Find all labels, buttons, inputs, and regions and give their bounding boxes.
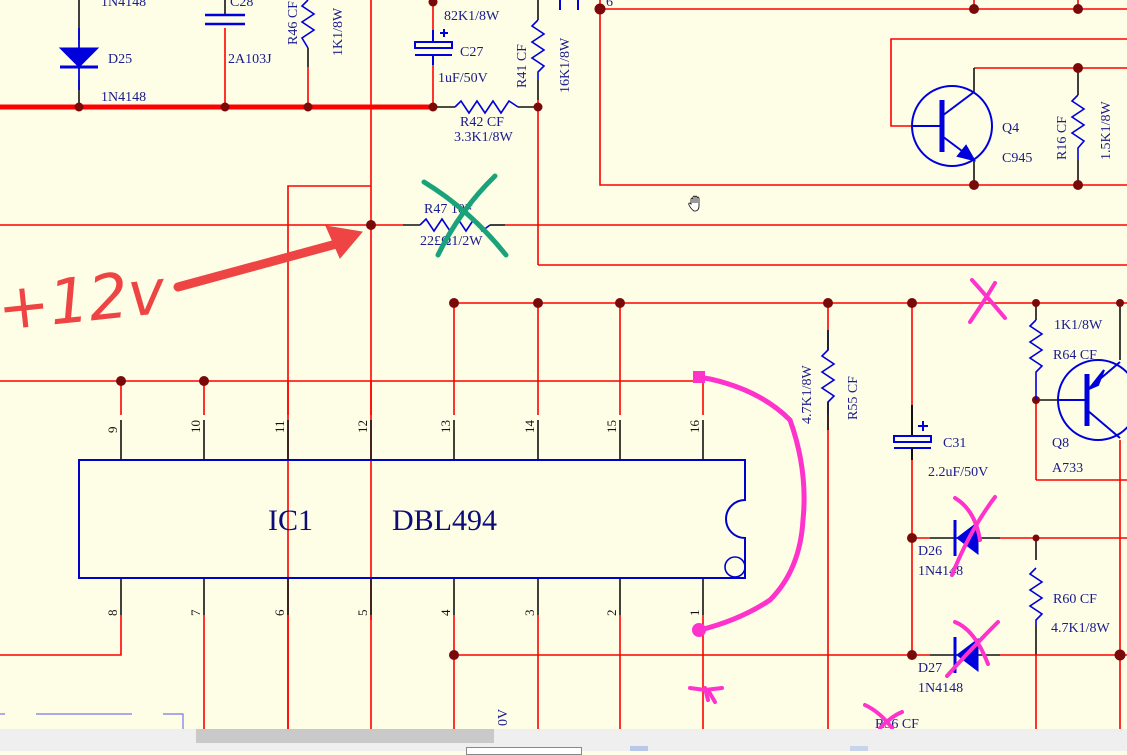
pin-label: 13 (438, 420, 453, 433)
pin-label: 2 (604, 610, 619, 617)
ic-pins-top: 9 10 11 12 13 14 15 16 (105, 420, 702, 434)
r41-value: 16K1/8W (558, 37, 573, 93)
pink-dot (692, 623, 706, 637)
c31-ref: C31 (943, 436, 966, 451)
ic-pins-bottom: 8 7 6 5 4 3 2 1 (105, 609, 702, 616)
r60-value: 4.7K1/8W (1051, 621, 1111, 636)
r60-ref: R60 CF (1053, 592, 1097, 607)
r42-value: 3.3K1/8W (454, 130, 514, 145)
frame-border (0, 713, 184, 729)
pink-jumper-annotation (695, 374, 807, 633)
toolbar-icon[interactable] (630, 746, 648, 751)
q4-value: C945 (1002, 151, 1032, 166)
resistor-r16[interactable] (1070, 94, 1086, 160)
hand-cursor-icon (688, 195, 700, 212)
junctions (74, 0, 1126, 661)
resistor-r64[interactable] (1028, 319, 1044, 400)
d25-ref: D25 (108, 52, 132, 67)
transistor-q8[interactable] (1057, 359, 1127, 441)
r41-ref: R41 CF (515, 44, 530, 88)
pin-label: 12 (355, 420, 370, 433)
pin-label: 16 (687, 420, 702, 434)
r55-ref: R55 CF (846, 376, 861, 420)
pin-label: 8 (105, 610, 120, 617)
pin-label: 1 (687, 610, 702, 617)
c28-ref: C28 (230, 0, 253, 10)
c28-value: 2A103J (228, 52, 272, 67)
diode-d25[interactable] (58, 28, 100, 90)
ic-pin-stubs (120, 420, 704, 615)
pin-label: 5 (355, 610, 370, 617)
capacitor-c28[interactable] (205, 13, 245, 26)
green-cross-annotation (421, 173, 509, 258)
capacitor-c31[interactable] (893, 405, 932, 460)
ic1-value: DBL494 (392, 504, 497, 537)
pin-label: 6 (272, 609, 287, 616)
resistor-r46[interactable] (300, 0, 316, 49)
pin-label: 4 (438, 609, 453, 616)
transistor-q4[interactable] (911, 85, 993, 167)
horizontal-scrollbar-thumb[interactable] (196, 729, 494, 743)
toolbar-icon[interactable] (850, 746, 868, 751)
pin-label: 7 (188, 609, 203, 616)
pin-label: 11 (272, 420, 287, 433)
net-6-label: 6 (606, 0, 613, 10)
ic1-body[interactable] (78, 459, 746, 579)
resistor-r41[interactable] (530, 19, 546, 80)
c31-value: 2.2uF/50V (928, 465, 988, 480)
c27-value: 1uF/50V (438, 71, 488, 86)
q8-value: A733 (1052, 461, 1083, 476)
d25-value: 1N4148 (101, 90, 146, 105)
r16-value: 1.5K1/8W (1099, 101, 1114, 161)
pink-cross-annotations (688, 278, 1007, 730)
pin-label: 9 (105, 427, 120, 434)
schematic-canvas[interactable]: D25 1N4148 1N4148 C28 2A103J R46 CF 1K1/… (0, 0, 1127, 732)
d25-top-value: 1N4148 (101, 0, 146, 10)
q8-ref: Q8 (1052, 436, 1069, 451)
r55-value: 4.7K1/8W (800, 365, 815, 425)
pin-label: 10 (188, 420, 203, 433)
d27-ref: D27 (918, 661, 942, 676)
resistor-r42[interactable] (454, 99, 519, 115)
wires (0, 0, 1127, 729)
r-top-value: 82K1/8W (444, 9, 500, 24)
net-0v-label: 0V (496, 709, 511, 726)
red-arrow-annotation (173, 225, 363, 292)
r42-ref: R42 CF (460, 115, 504, 130)
r64-ref: R64 CF (1053, 348, 1097, 363)
r47-value: 22£Ω1/2W (420, 234, 483, 249)
pin-label: 3 (522, 610, 537, 617)
voltage-note: +12v (0, 255, 169, 345)
r46-ref: R46 CF (286, 1, 301, 45)
resistor-r55[interactable] (820, 330, 836, 415)
r64-value: 1K1/8W (1054, 318, 1103, 333)
status-field[interactable] (466, 747, 582, 755)
d26-ref: D26 (918, 544, 942, 559)
ic1-ref: IC1 (268, 504, 313, 537)
pin-label: 14 (522, 420, 537, 434)
capacitor-c27[interactable] (414, 29, 453, 65)
d27-value: 1N4148 (918, 681, 963, 696)
pin-label: 15 (604, 420, 619, 433)
pink-dot (693, 371, 705, 383)
resistor-r60[interactable] (1028, 567, 1044, 625)
r16-ref: R16 CF (1055, 116, 1070, 160)
r46-value: 1K1/8W (331, 7, 346, 56)
c27-ref: C27 (460, 45, 483, 60)
q4-ref: Q4 (1002, 121, 1019, 136)
